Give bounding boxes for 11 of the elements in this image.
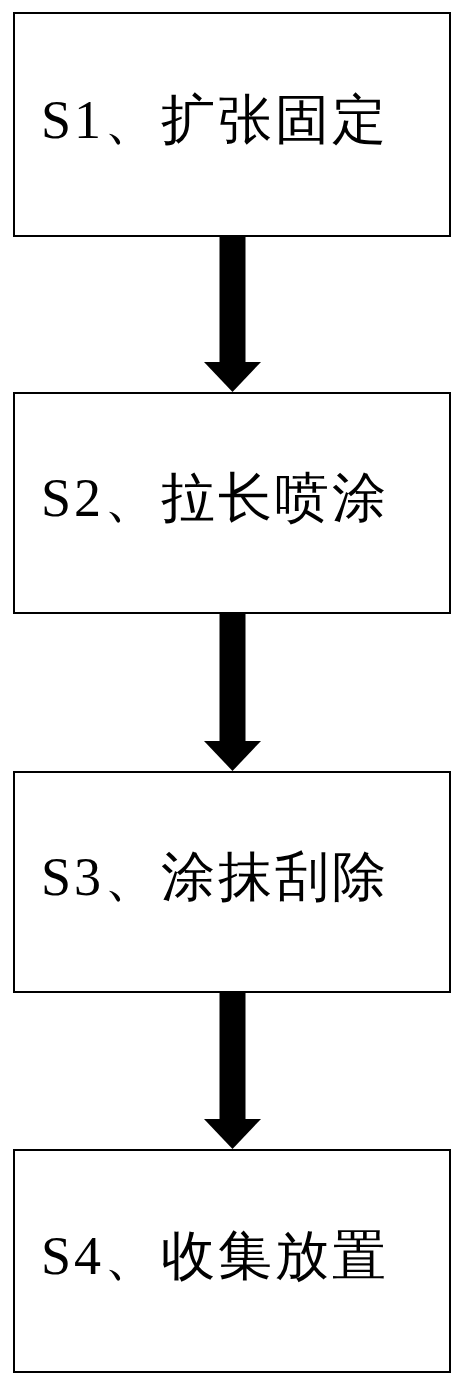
step-label: S4、收集放置 [41,1227,390,1287]
arrow [204,237,261,392]
arrow [204,614,261,771]
step-label: S3、涂抹刮除 [41,848,390,908]
arrow [204,993,261,1149]
process-box [13,1149,451,1373]
process-box [13,771,451,993]
step-label: S2、拉长喷涂 [41,469,390,529]
process-box [13,12,451,237]
process-box [13,392,451,614]
step-label: S1、扩张固定 [41,90,390,151]
